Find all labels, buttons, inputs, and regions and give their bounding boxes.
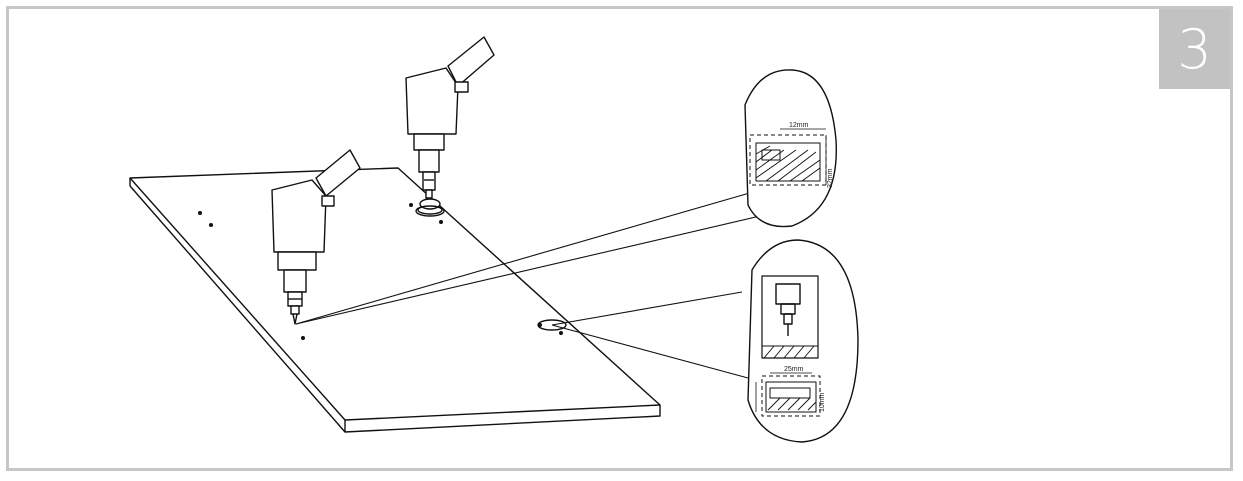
leader-lines-bottom [551, 291, 749, 379]
dim-label-bottom-width: 25mm [784, 366, 804, 373]
step-number-badge: 3 [1159, 9, 1230, 89]
drill-rear [405, 36, 495, 215]
recess-bottom [537, 319, 567, 331]
dim-label-top-width: 12mm [789, 122, 809, 129]
leader-lines-top [295, 189, 787, 325]
drill-front [271, 149, 361, 325]
dim-label-bottom-depth: 10mm [819, 392, 826, 412]
board-panel [129, 167, 661, 433]
detail-callout-bottom: 25mm 10mm [747, 239, 859, 443]
dim-label-top-depth: 32mm [827, 168, 834, 188]
detail-callout-top: 12mm 32mm [744, 69, 837, 228]
